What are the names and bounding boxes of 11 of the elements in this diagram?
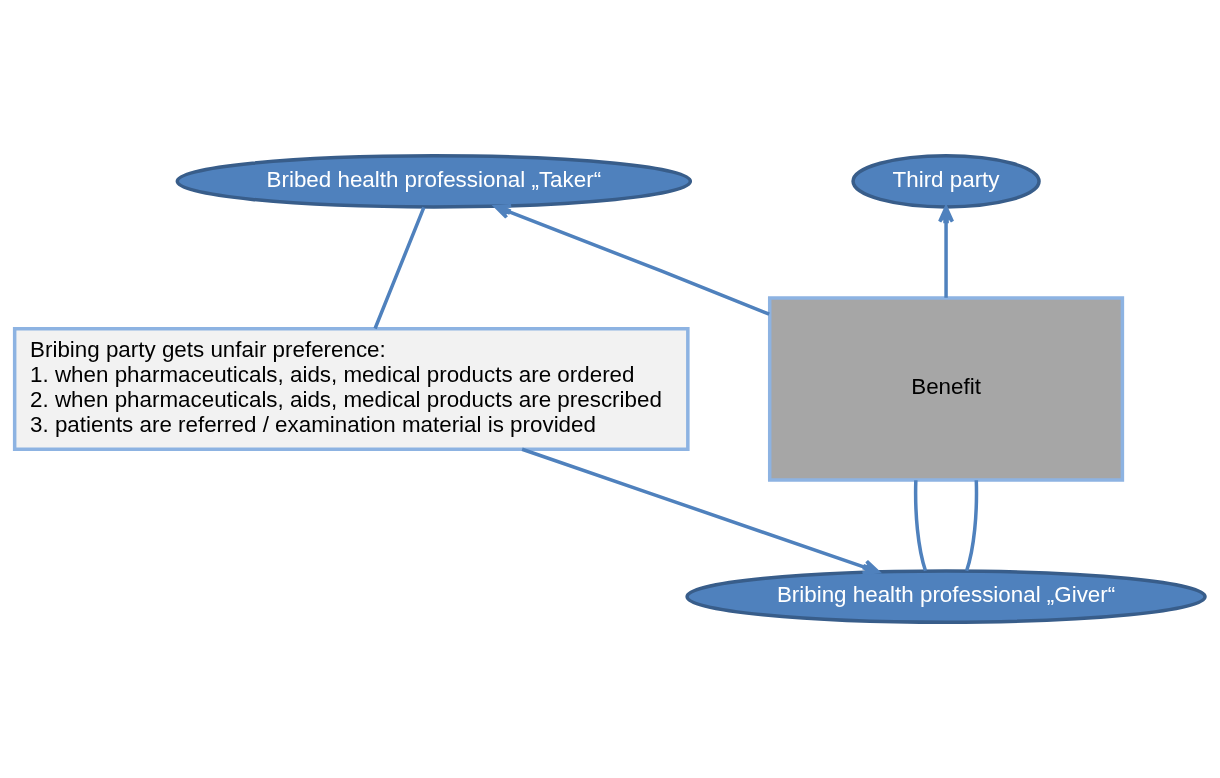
node-ellipse: Bribed health professional „Taker“ [175,154,693,209]
connector [964,480,979,572]
arrow [493,203,770,316]
node-ellipse: Bribing health professional „Giver“ [685,569,1207,624]
arrow [938,205,955,298]
node-ellipse: Third party [851,154,1041,209]
node-box: Benefit [767,296,1125,482]
node-box: Bribing party gets unfair preference: 1. when pharmaceuticals, aids, medical products are ordered 2. when pharmaceuticals, aids, medical products are prescribed 3. patients are referred / examination material is provided [12,327,690,451]
arrow [521,447,880,575]
connector [913,480,928,572]
connector [373,206,426,330]
